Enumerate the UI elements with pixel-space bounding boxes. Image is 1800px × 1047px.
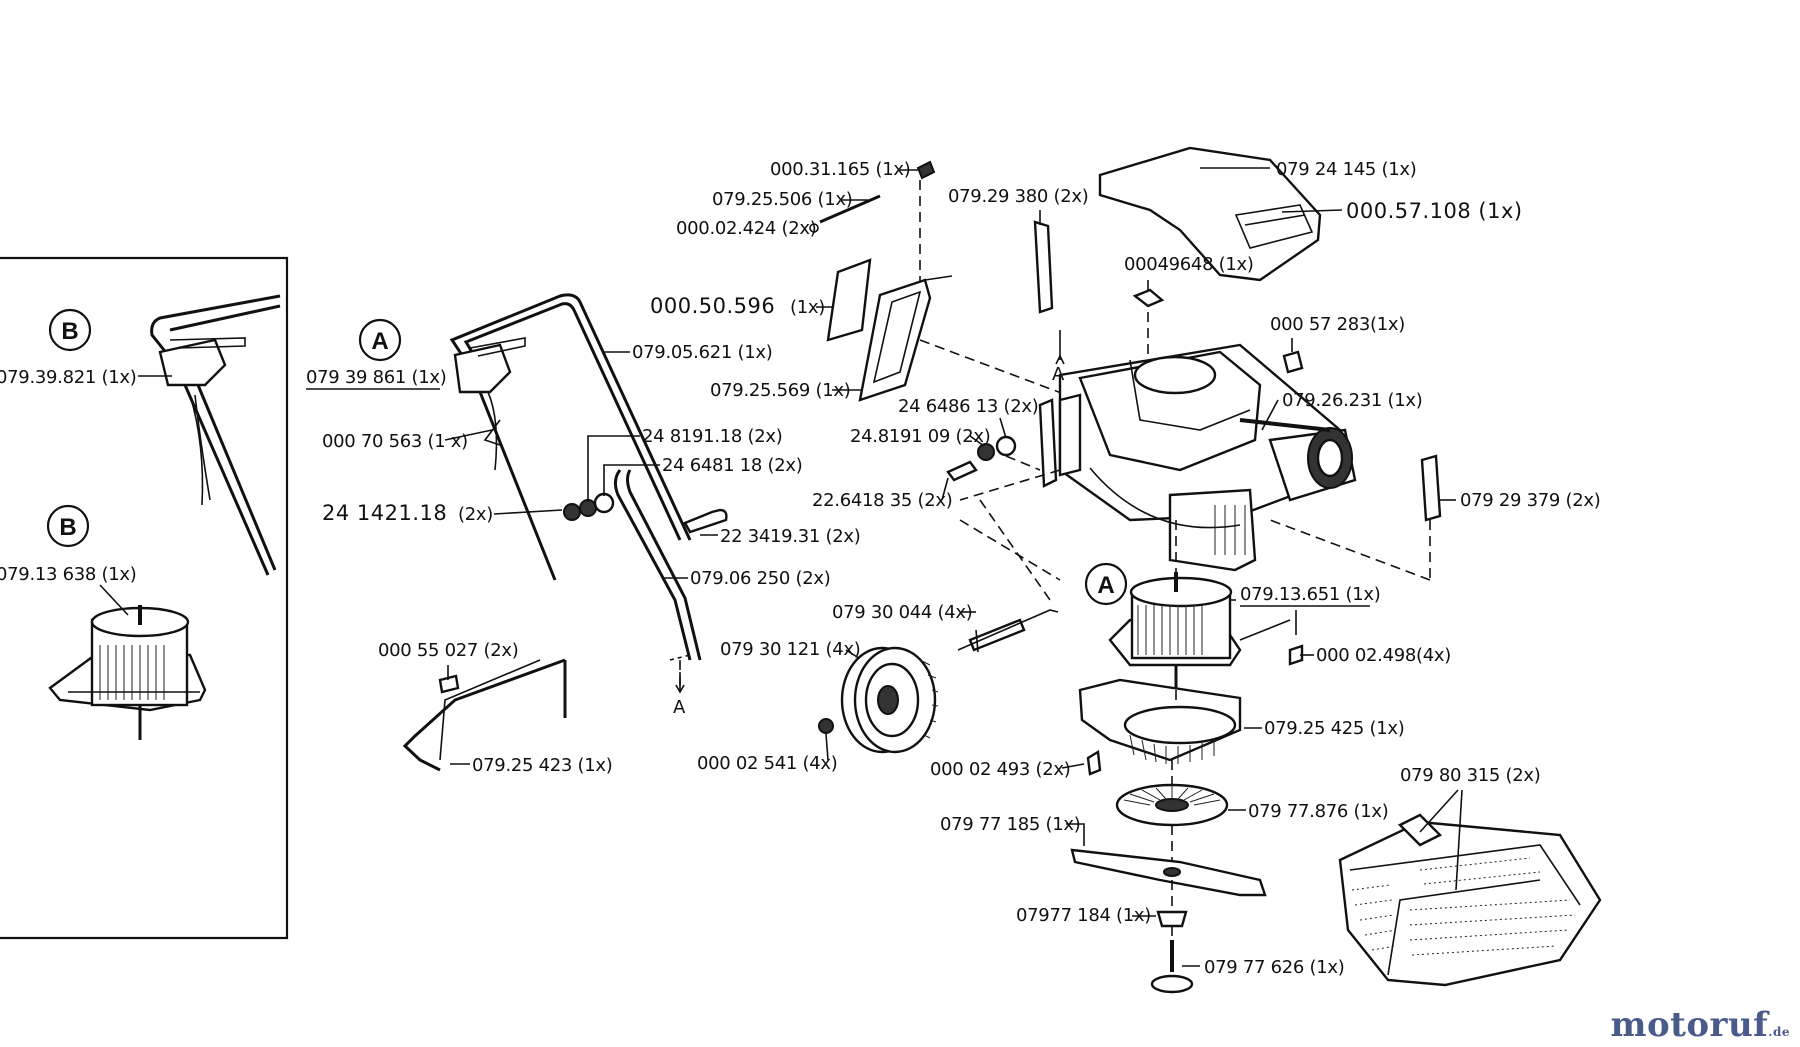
label-000-02-493: 000 02 493 (2x) xyxy=(930,759,1070,780)
washer-000-02-541 xyxy=(818,718,834,734)
label-000-02-498: 000 02.498(4x) xyxy=(1316,645,1451,666)
callout-b-top xyxy=(48,308,92,352)
label-079-13-638: 079.13 638 (1x) xyxy=(0,564,136,585)
hood-assembly: 079 24 145 (1x) 000.57.108 (1x) 00049648… xyxy=(1098,146,1523,360)
hood-079-24-145 xyxy=(1098,146,1322,282)
label-000-50-596-qty: (1x) xyxy=(790,297,825,318)
flap-079-25-569 xyxy=(858,278,932,402)
label-079-30-121: 079 30 121 (4x) xyxy=(720,639,860,660)
assembly-guide-lines xyxy=(959,469,1177,572)
washer-3 xyxy=(593,492,615,514)
label-079-29-379: 079 29 379 (2x) xyxy=(1460,490,1600,511)
motor-assembly: A 079.13.651 (1x) 000 02.498(4x) xyxy=(930,562,1451,994)
bolt-22-6418-35 xyxy=(946,460,978,482)
washer-24-8191-09 xyxy=(977,443,995,461)
mower-housing xyxy=(1058,343,1357,572)
callout-b-top-letter: B xyxy=(61,318,78,345)
clip-000-55-027 xyxy=(438,674,460,694)
nut-24-6486-13 xyxy=(995,435,1017,457)
detail-b-inset: B B 079.39.821 (1x) xyxy=(0,256,289,940)
callout-a-handle xyxy=(358,318,402,362)
label-000-02-424: 000.02.424 (2x) xyxy=(676,218,816,239)
housing-arrow-a: A xyxy=(1052,364,1065,385)
label-079-29-380: 079.29 380 (2x) xyxy=(948,186,1088,207)
label-22-6418-35: 22.6418 35 (2x) xyxy=(812,490,952,511)
label-000-55-027: 000 55 027 (2x) xyxy=(378,640,518,661)
motor-opening xyxy=(1133,355,1217,395)
label-000-31-165: 000.31.165 (1x) xyxy=(770,159,910,180)
label-24-1421-18-qty: (2x) xyxy=(458,504,493,525)
label-079-13-651: 079.13.651 (1x) xyxy=(1240,584,1380,605)
grass-bag-079-80-315 xyxy=(1338,820,1602,987)
callout-b-bottom-letter: B xyxy=(59,514,76,541)
label-000-49-648: 00049648 (1x) xyxy=(1124,254,1254,275)
label-079-25-506: 079.25.506 (1x) xyxy=(712,189,852,210)
bracket-group: 079.29 380 (2x) A 000 57 283(1x) 079.26.… xyxy=(812,186,1601,581)
flap-plate-000-50-596 xyxy=(826,258,872,342)
label-079-77-185: 079 77 185 (1x) xyxy=(940,814,1080,835)
label-07977-184: 07977 184 (1x) xyxy=(1016,905,1151,926)
label-24-6481-18: 24 6481 18 (2x) xyxy=(662,455,802,476)
part-000-57-283 xyxy=(1282,350,1304,374)
handle-arrow-a: A xyxy=(673,697,686,718)
label-079-25-569: 079.25.569 (1x) xyxy=(710,380,850,401)
label-24-8191-18: 24 8191.18 (2x) xyxy=(642,426,782,447)
label-079-39-821: 079.39.821 (1x) xyxy=(0,367,136,388)
label-079-26-231: 079.26.231 (1x) xyxy=(1282,390,1422,411)
pin-000-02-424 xyxy=(809,223,819,233)
wheel-assembly: 079 30 044 (4x) 079 30 121 (4x) 000 02 5… xyxy=(697,499,1061,774)
plug-00049648 xyxy=(1132,288,1165,308)
label-000-70-563: 000 70 563 (1 x) xyxy=(322,431,468,452)
bolt-22-3419-31 xyxy=(683,508,728,534)
label-000-57-108: 000.57.108 (1x) xyxy=(1346,199,1523,223)
label-000-02-541: 000 02 541 (4x) xyxy=(697,753,837,774)
label-079-77-626: 079 77 626 (1x) xyxy=(1204,957,1344,978)
label-24-6486-13: 24 6486 13 (2x) xyxy=(898,396,1038,417)
callout-a-motor-letter: A xyxy=(1097,572,1114,599)
label-079-25-425: 079.25 425 (1x) xyxy=(1264,718,1404,739)
handle-assembly: A 079 39 861 (1x) A 000 70 563 (1 x) 24 … xyxy=(306,293,861,718)
label-079-30-044: 079 30 044 (4x) xyxy=(832,602,972,623)
label-079-24-145: 079 24 145 (1x) xyxy=(1276,159,1416,180)
label-000-57-283: 000 57 283(1x) xyxy=(1270,314,1405,335)
screw-000-02-493 xyxy=(1086,750,1102,776)
label-079-77-876: 079 77.876 (1x) xyxy=(1248,801,1388,822)
hub-07977-184 xyxy=(1156,910,1188,928)
label-079-25-423: 079.25 423 (1x) xyxy=(472,755,612,776)
screw-000-02-498 xyxy=(1288,644,1304,666)
bolt-079-77-626 xyxy=(1150,974,1194,994)
watermark-logo: motoruf.de xyxy=(1610,1005,1790,1045)
callout-a-handle-letter: A xyxy=(371,328,388,355)
washer-2 xyxy=(579,499,597,517)
washer-1 xyxy=(563,503,581,521)
screw-000-31-165 xyxy=(916,160,936,180)
label-079-80-315: 079 80 315 (2x) xyxy=(1400,765,1540,786)
bracket-side xyxy=(1038,398,1058,488)
grass-bag-assembly: 079 80 315 (2x) xyxy=(1338,765,1602,987)
bracket-079-29-380 xyxy=(1033,220,1054,314)
inset-motor-drawing xyxy=(48,605,207,740)
bag-frame-assembly: 000 55 027 (2x) 079.25 423 (1x) xyxy=(378,640,613,776)
label-079-05-621: 079.05.621 (1x) xyxy=(632,342,772,363)
front-chute xyxy=(1168,488,1257,572)
label-000-50-596: 000.50.596 xyxy=(650,294,775,318)
inset-handle-drawing xyxy=(150,294,281,576)
label-079-39-861: 079 39 861 (1x) xyxy=(306,367,446,388)
callout-b-bottom xyxy=(46,504,90,548)
rear-flap-assembly: 000.31.165 (1x) 079.25.506 (1x) 000.02.4… xyxy=(650,159,1081,402)
label-079-06-250: 079.06 250 (2x) xyxy=(690,568,830,589)
label-22-3419-31: 22 3419.31 (2x) xyxy=(720,526,860,547)
label-24-1421-18: 24 1421.18 xyxy=(322,501,447,525)
bracket-079-29-379 xyxy=(1420,454,1442,522)
callout-a-motor xyxy=(1084,562,1128,606)
label-24-8191-09: 24.8191 09 (2x) xyxy=(850,426,990,447)
